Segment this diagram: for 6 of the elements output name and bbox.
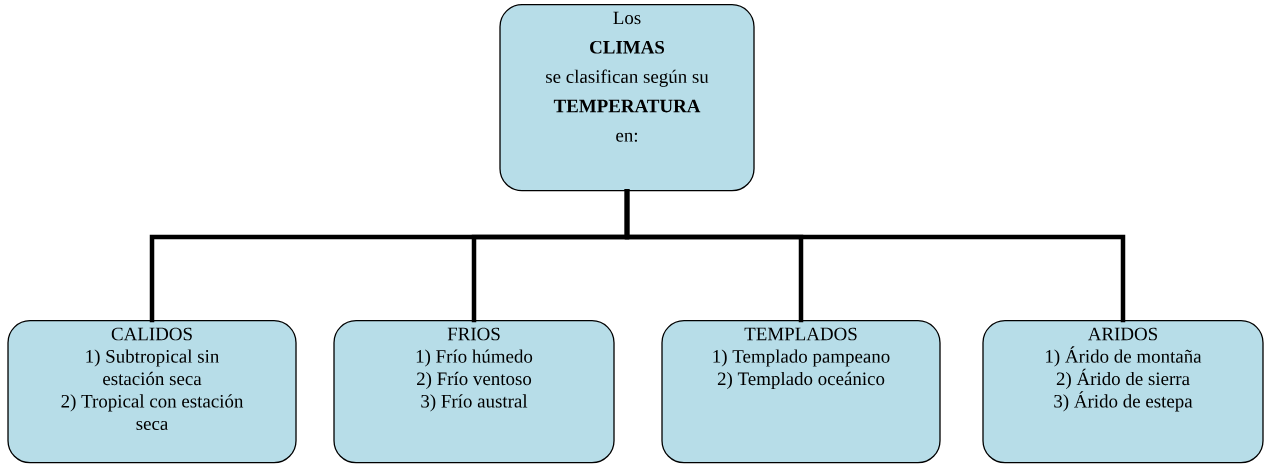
category-box: FRIOS 1) Frío húmedo 2) Frío ventoso 3) Frío austral [333, 320, 615, 464]
connector-line [624, 189, 1126, 323]
category-box: TEMPLADOS 1) Templado pampeano 2) Templado oceánico [661, 320, 941, 464]
category-box: CALIDOS 1) Subtropical sin estación seca 2) Tropical con estación seca [7, 320, 297, 464]
title-box: Los CLIMAS se clasifican según su TEMPERATURA en: [499, 4, 755, 192]
category-box: ARIDOS 1) Árido de montaña 2) Árido de sierra 3) Árido de estepa [982, 320, 1264, 464]
